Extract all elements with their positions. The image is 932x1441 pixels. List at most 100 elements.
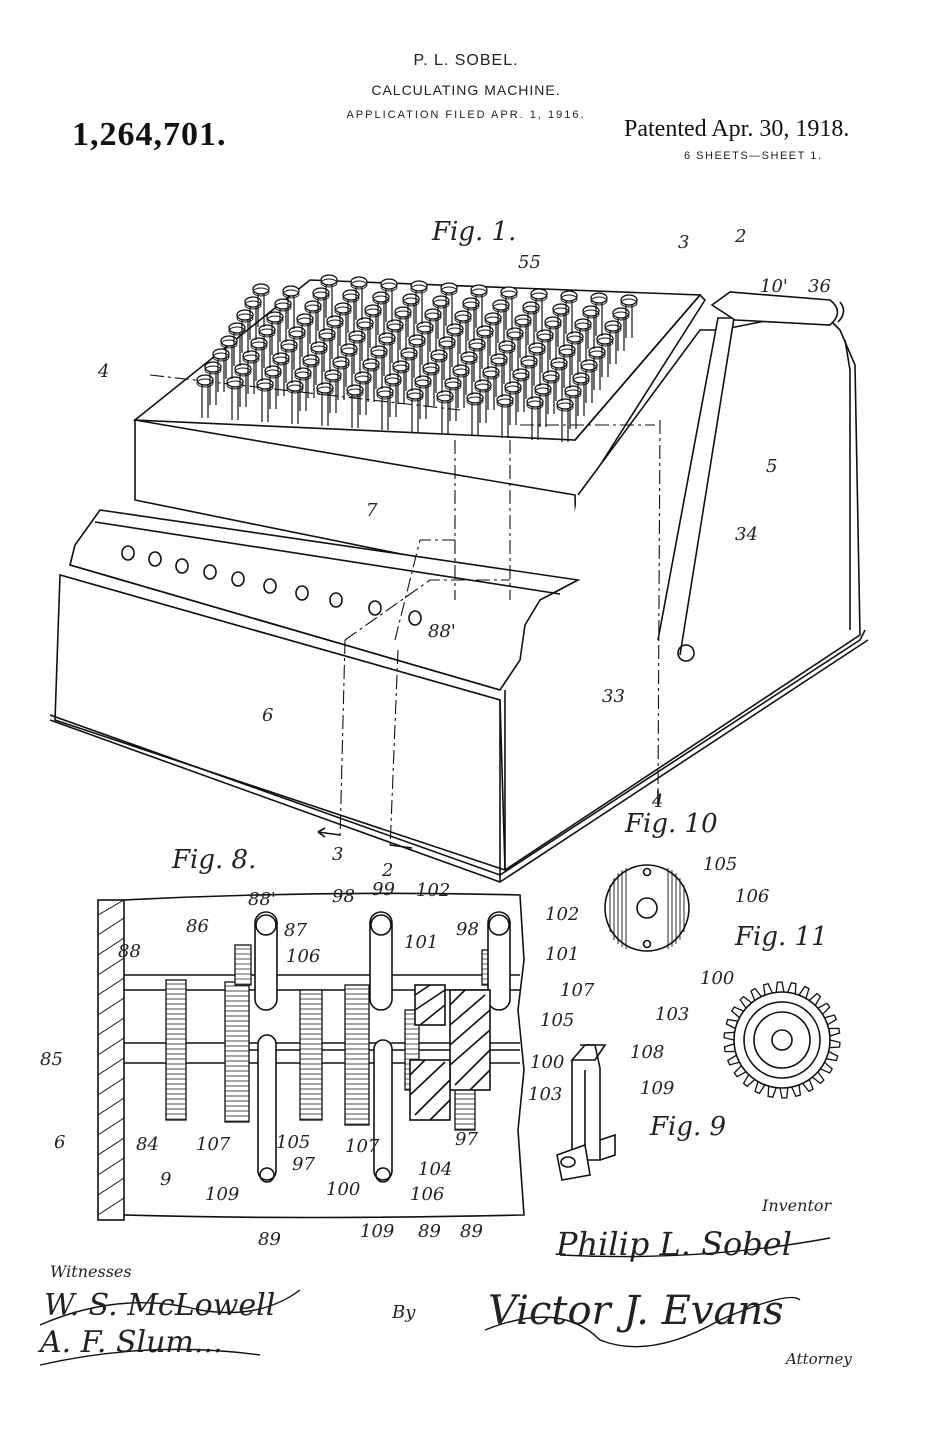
ref-label: 108 [630, 1042, 664, 1063]
fig1-keys [196, 274, 638, 442]
key-plunger [470, 284, 488, 328]
key-plunger [372, 291, 390, 335]
ref-label: 109 [360, 1221, 394, 1242]
key-plunger [242, 350, 260, 394]
key-plunger [550, 357, 568, 401]
key-plunger [534, 383, 552, 427]
ref-label: 34 [735, 524, 758, 545]
key-plunger [566, 331, 584, 375]
ref-label: 101 [404, 932, 438, 953]
key-plunger [528, 342, 546, 386]
key-plunger [522, 301, 540, 345]
key-plunger [324, 369, 342, 413]
key-plunger [196, 374, 214, 418]
gear [234, 944, 252, 986]
fig8-title: Fig. 8. [171, 845, 256, 875]
gear-tooth [726, 1054, 740, 1066]
key-plunger [280, 339, 298, 383]
key-plunger [620, 294, 638, 338]
signature-flourishes [39, 1237, 831, 1366]
key-plunger [356, 317, 374, 361]
gear [299, 989, 323, 1121]
ref-label: 89 [460, 1221, 483, 1242]
key-plunger [496, 394, 514, 438]
application-filed: APPLICATION FILED APR. 1, 1916. [346, 109, 586, 121]
key-plunger [556, 398, 574, 442]
gear-tooth [829, 1039, 841, 1049]
key-plunger [504, 381, 522, 425]
gear-tooth [723, 1043, 736, 1053]
key-plunger [440, 282, 458, 326]
gear-tooth [802, 1079, 814, 1093]
key-plunger [332, 356, 350, 400]
witness-signature-2: A. F. Slum... [40, 1325, 223, 1360]
gear-tooth [754, 1081, 766, 1095]
ref-label: 105 [703, 854, 737, 875]
key-plunger [312, 287, 330, 331]
attorney-signature: Victor J. Evans [488, 1288, 784, 1334]
ref-label: 2 [381, 860, 393, 881]
gear-tooth [723, 1031, 735, 1041]
key-plunger [320, 274, 338, 318]
key-plunger [362, 358, 380, 402]
key-plunger [588, 346, 606, 390]
key-plunger [590, 292, 608, 336]
key-plunger [250, 337, 268, 381]
ref-label: 103 [528, 1084, 562, 1105]
key-plunger [430, 349, 448, 393]
key-plunger [236, 309, 254, 353]
key-plunger [466, 392, 484, 436]
key-plunger [226, 376, 244, 420]
key-plunger [432, 295, 450, 339]
key-plunger [452, 364, 470, 408]
key-plunger [422, 362, 440, 406]
key-plunger [326, 315, 344, 359]
fig8-section [97, 892, 525, 1221]
key-plunger [380, 278, 398, 322]
gear-tooth [779, 1087, 789, 1099]
key-plunger [274, 298, 292, 342]
key-plunger [266, 311, 284, 355]
key-plunger [296, 313, 314, 357]
key-plunger [282, 285, 300, 329]
ref-label: 106 [286, 946, 320, 967]
ref-label: 103 [655, 1004, 689, 1025]
key-plunger [258, 324, 276, 368]
key-plunger [500, 286, 518, 330]
key-plunger [334, 302, 352, 346]
key-plunger [462, 297, 480, 341]
inventor-label: Inventor [762, 1196, 832, 1215]
gear-tooth [762, 982, 773, 996]
key-plunger [444, 377, 462, 421]
fig1-labels: 55 3 2 10' 36 4 5 7 34 88' 6 33 4 3 2 [97, 226, 831, 881]
ref-label: 86 [186, 916, 209, 937]
key-plunger [558, 344, 576, 388]
key-plunger [392, 360, 410, 404]
ref-label: 87 [284, 920, 307, 941]
key-plunger [406, 388, 424, 432]
key-plunger [378, 332, 396, 376]
ref-label: 105 [276, 1132, 310, 1153]
gear-tooth [826, 1050, 839, 1062]
fig9-pawl [556, 1044, 616, 1181]
key-plunger [386, 319, 404, 363]
ref-label: 99 [372, 879, 395, 900]
ref-label: 5 [766, 456, 777, 477]
ref-label: 106 [735, 886, 769, 907]
gear-tooth [733, 1065, 747, 1078]
patented-date: Patented Apr. 30, 1918. [624, 116, 850, 142]
key-plunger [286, 380, 304, 424]
key-plunger [596, 333, 614, 377]
gear-tooth [767, 1086, 777, 1098]
key-plunger [384, 373, 402, 417]
key-plunger [264, 365, 282, 409]
key-plunger [348, 330, 366, 374]
ref-label: 102 [545, 904, 579, 925]
key-plunger [498, 340, 516, 384]
ref-label: 100 [700, 968, 734, 989]
ref-label: 88' [248, 889, 276, 910]
key-plunger [454, 310, 472, 354]
ref-label: 85 [40, 1049, 63, 1070]
gear-tooth [725, 1018, 738, 1030]
ref-label: 84 [136, 1134, 159, 1155]
